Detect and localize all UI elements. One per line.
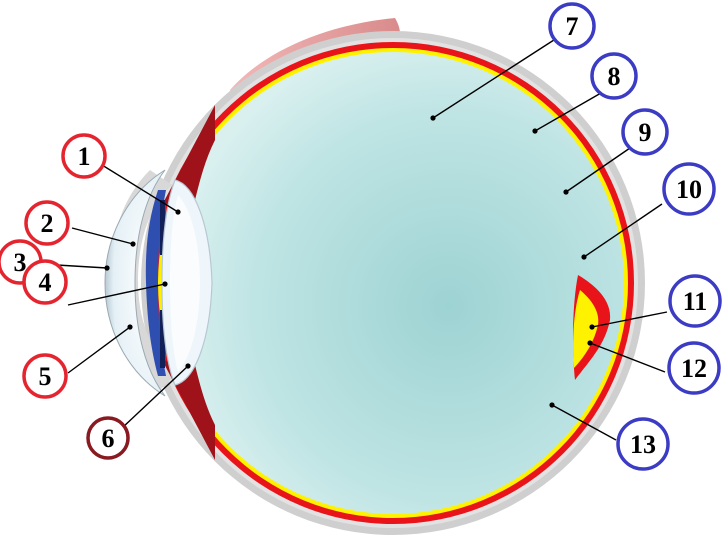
- lens-highlight: [170, 195, 200, 372]
- callout-number: 9: [639, 118, 652, 147]
- callout-ring: [616, 417, 670, 471]
- anchor-dots: [104, 115, 595, 408]
- callout-number: 7: [566, 12, 579, 41]
- callout-4: 4: [22, 259, 68, 305]
- callout-ring: [590, 52, 638, 100]
- callout-ring: [668, 274, 722, 328]
- blind-spot: [573, 290, 599, 368]
- callout-number: 2: [41, 209, 54, 238]
- callout-number: 11: [683, 287, 708, 316]
- callout-1: 1: [61, 133, 107, 179]
- cornea: [104, 169, 166, 397]
- callout-number: 4: [39, 268, 52, 297]
- callout-number: 12: [681, 354, 707, 383]
- callout-number: 13: [630, 430, 656, 459]
- callout-number: 3: [14, 248, 27, 277]
- callout-ring: [24, 200, 70, 246]
- callout-13: 13: [616, 417, 670, 471]
- callout-11: 11: [668, 274, 722, 328]
- callout-2: 2: [24, 200, 70, 246]
- callout-9: 9: [621, 108, 669, 156]
- callout-number: 5: [39, 362, 52, 391]
- callout-10: 10: [662, 162, 716, 216]
- callout-7: 7: [548, 2, 596, 50]
- callout-number: 6: [102, 424, 115, 453]
- callout-ring: [22, 259, 68, 305]
- callout-ring: [548, 2, 596, 50]
- callout-number: 10: [676, 175, 702, 204]
- callout-ring: [662, 162, 716, 216]
- callout-ring: [86, 416, 130, 460]
- callout-6: 6: [86, 416, 130, 460]
- callout-ring: [667, 341, 721, 395]
- callout-ring: [621, 108, 669, 156]
- callout-5: 5: [22, 353, 68, 399]
- callout-12: 12: [667, 341, 721, 395]
- leader-lines: [39, 37, 668, 441]
- iris: [145, 190, 166, 376]
- callout-number: 1: [78, 142, 91, 171]
- callout-ring: [22, 353, 68, 399]
- callout-ring: [61, 133, 107, 179]
- callout-number: 8: [608, 62, 621, 91]
- callout-8: 8: [590, 52, 638, 100]
- vitreous-body: [162, 52, 624, 514]
